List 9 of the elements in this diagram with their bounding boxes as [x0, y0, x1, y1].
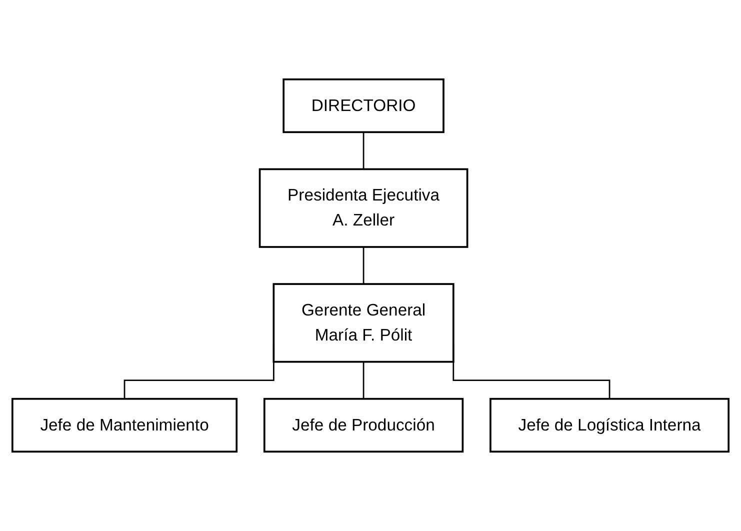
node-box: Presidenta Ejecutiva A. Zeller — [258, 168, 468, 248]
node-box: DIRECTORIO — [282, 78, 444, 134]
node-box: Jefe de Mantenimiento — [11, 398, 238, 453]
connector — [362, 362, 364, 400]
node-box: Gerente General María F. Pólit — [272, 283, 454, 363]
connector — [362, 246, 364, 285]
node-box: Jefe de Producción — [263, 398, 464, 453]
node-box: Jefe de Logística Interna — [490, 398, 730, 453]
connector — [362, 132, 364, 170]
